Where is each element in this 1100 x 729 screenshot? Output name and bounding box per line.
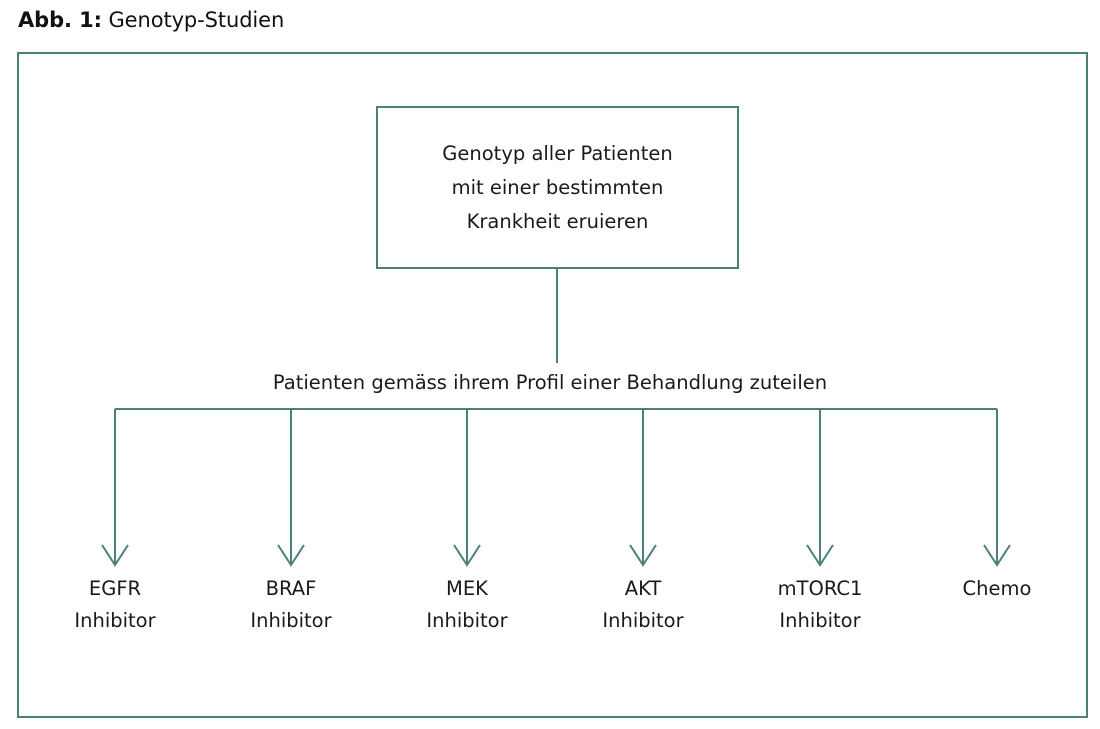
figure-caption-text: Genotyp-Studien	[108, 8, 285, 32]
figure-caption: Abb. 1: Genotyp-Studien	[18, 6, 284, 34]
treatment-arm-name: EGFR	[88, 577, 142, 600]
treatment-arm-name: MEK	[446, 577, 488, 600]
treatment-arm-name: BRAF	[265, 577, 317, 600]
treatment-arm-kind: Inhibitor	[779, 609, 861, 632]
treatment-arm-kind: Inhibitor	[74, 609, 156, 632]
treatment-arm-kind: Inhibitor	[602, 609, 684, 632]
treatment-arm-braf: BRAF Inhibitor	[191, 574, 391, 638]
treatment-arm-akt: AKT Inhibitor	[543, 574, 743, 638]
top-box-line-1: Genotyp aller Patienten	[442, 141, 673, 165]
treatment-arm-kind: Inhibitor	[426, 609, 508, 632]
treatment-arm-kind: Inhibitor	[250, 609, 332, 632]
treatment-arm-name: Chemo	[962, 577, 1032, 600]
top-box-line-2: mit einer bestimmten	[451, 175, 664, 199]
treatment-arm-egfr: EGFR Inhibitor	[15, 574, 215, 638]
top-box-line-3: Krankheit eruieren	[466, 209, 649, 233]
figure-caption-label: Abb. 1:	[18, 8, 102, 32]
top-process-box: Genotyp aller Patienten mit einer bestim…	[376, 106, 739, 269]
assignment-step-label: Patienten gemäss ihrem Profil einer Beha…	[272, 371, 828, 394]
treatment-arm-name: mTORC1	[777, 577, 863, 600]
treatment-arm-name: AKT	[624, 577, 662, 600]
treatment-arm-mek: MEK Inhibitor	[367, 574, 567, 638]
treatment-arm-chemo: Chemo	[897, 574, 1097, 604]
